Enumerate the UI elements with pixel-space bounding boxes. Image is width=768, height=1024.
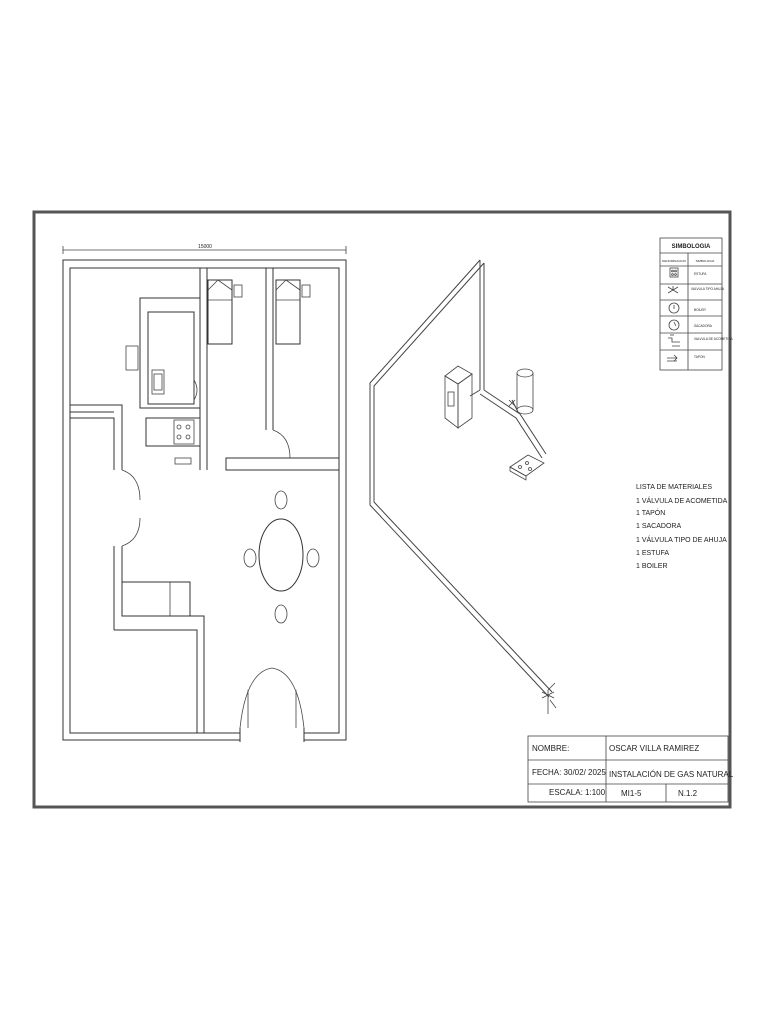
materials-item: 1 VÁLVULA DE ACOMETIDA [636,496,728,505]
gas-pipe-main [369,259,550,698]
service-valve-3d [541,682,557,714]
name-label: NOMBRE: [532,744,569,753]
chair [243,548,257,568]
materials-item: 1 ESTUFA [636,550,669,557]
outer-wall [62,259,347,741]
title-block: NOMBRE: OSCAR VILLA RAMIREZ FECHA: 30/02… [527,735,734,803]
legend-col-symbol: SIMBOLOGIA [696,259,715,263]
bathroom-door [193,379,198,401]
chair [274,490,288,510]
stove [173,419,195,445]
bed-1 [207,279,233,345]
legend-row-label: VALVULA DE ACOMETIDA [694,337,734,341]
materials-item: 1 VÁLVULA TIPO DE AHUJA [636,535,727,544]
materials-item: 1 SACADORA [636,523,681,530]
legend-row-label: TAPON [694,355,705,359]
dryer-3d [509,454,545,481]
bed-2 [275,279,301,345]
sheet-border [32,210,732,809]
stove-icon [669,267,679,278]
legend-table: SIMBOLOGIA DENOMINACION SIMBOLOGIA ES [659,237,734,371]
scale-label: ESCALA: 1:100 [549,788,606,797]
legend-title: SIMBOLOGIA [672,244,711,250]
legend-row-label: SACADORA [694,324,713,328]
dimension-label: 15000 [198,244,212,250]
bedroom-door [272,429,291,459]
drawing-code: MI1-5 [621,789,642,798]
sheet-number: N.1.2 [678,789,698,798]
dining-table [258,518,304,592]
legend-row-label: BOILER [694,308,706,312]
main-door-swing-right [271,667,305,729]
toilet [151,369,165,395]
legend-row-label: ESTUFA [694,272,707,276]
bathroom-wall [139,297,201,409]
kitchen-counter [145,417,201,447]
materials-item: 1 BOILER [636,563,668,570]
date-label: FECHA: 30/02/ 2025 [532,768,606,777]
project-title: INSTALACIÓN DE GAS NATURAL [609,770,734,779]
materials-list: LISTA DE MATERIALES 1 VÁLVULA DE ACOMETI… [636,484,728,570]
isometric-gas-diagram [369,259,557,714]
boiler-icon [668,302,680,314]
needle-valve-icon [667,286,679,294]
legend-row-label: VALVULA TIPO AHUJA [691,287,725,291]
cap-icon [667,354,678,362]
hall-door-top [121,469,141,501]
service-valve-icon [668,334,680,347]
chair [306,548,320,568]
name-value: OSCAR VILLA RAMIREZ [609,744,699,753]
stove-3d [444,365,473,429]
chair [274,604,288,624]
wash-basin [125,345,139,371]
legend-col-name: DENOMINACION [662,259,686,263]
dryer-icon [668,319,680,331]
floor-plan: 15000 [62,244,347,742]
materials-item: 1 TAPÓN [636,508,665,517]
hall-door-bottom [121,517,141,547]
boiler-3d [508,368,534,415]
materials-title: LISTA DE MATERIALES [636,484,712,491]
main-door-swing-left [239,667,273,729]
